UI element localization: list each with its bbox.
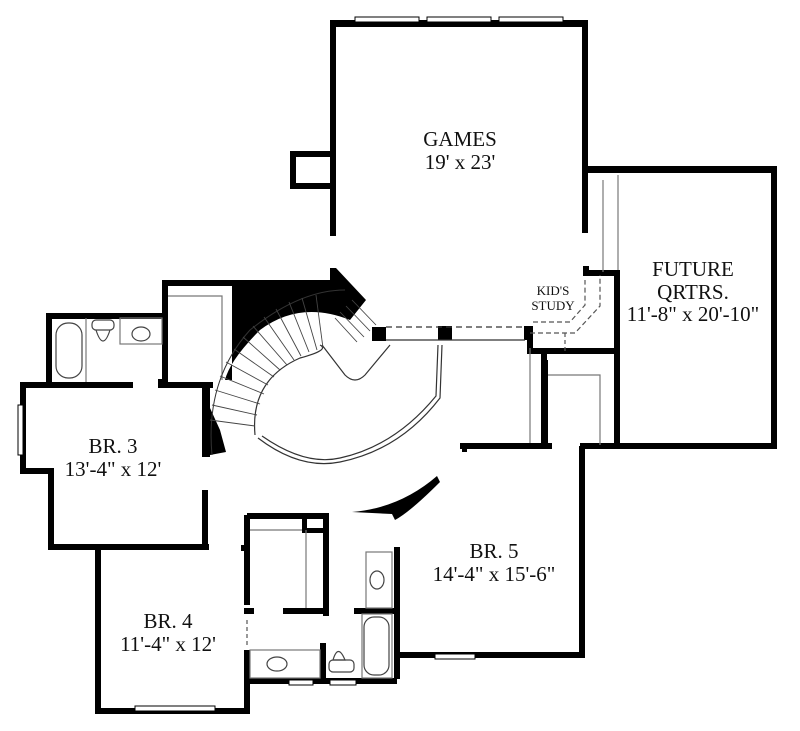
- future-wall-left: [614, 271, 620, 449]
- windows: [17, 16, 564, 712]
- room-name-line1: FUTURE: [652, 257, 734, 281]
- room-size: 14'-4" x 15'-6": [432, 561, 556, 586]
- room-label-future-qrtrs: FUTURE QRTRS. 11'-8" x 20'-10": [627, 258, 759, 326]
- future-wall-right: [771, 166, 777, 449]
- room-label-kids-study: KID'S STUDY: [531, 283, 575, 314]
- room-label-br5: BR. 5 14'-4" x 15'-6": [433, 540, 556, 585]
- fixtures: [55, 175, 619, 679]
- future-wall-top: [585, 166, 777, 173]
- room-size: 19' x 23': [424, 149, 496, 174]
- br5-wall-bottom: [397, 652, 585, 658]
- room-name: BR. 3: [88, 434, 138, 458]
- room-name: BR. 5: [469, 539, 519, 563]
- games-wall-right: [582, 20, 588, 233]
- room-name-line1: KID'S: [536, 283, 570, 298]
- stair-wall-fill: [225, 268, 366, 380]
- room-size: 13'-4" x 12': [64, 456, 162, 481]
- room-size: 11'-8" x 20'-10": [626, 302, 760, 327]
- br5-wall-right: [579, 446, 585, 658]
- room-name: BR. 4: [143, 609, 193, 633]
- room-size: 11'-4" x 12': [120, 631, 216, 656]
- future-wall-bottom: [580, 443, 777, 449]
- room-name-line2: STUDY: [531, 297, 575, 313]
- room-name: GAMES: [423, 127, 497, 151]
- br3-wall-top: [20, 382, 133, 388]
- games-wall-top: [330, 20, 588, 27]
- room-name-line2: QRTRS.: [657, 279, 729, 304]
- br3-wall-bottom: [48, 544, 209, 550]
- games-wall-left: [330, 20, 336, 236]
- room-label-br4: BR. 4 11'-4" x 12': [120, 610, 216, 655]
- room-label-games: GAMES 19' x 23': [423, 128, 497, 173]
- room-label-br3: BR. 3 13'-4" x 12': [65, 435, 162, 480]
